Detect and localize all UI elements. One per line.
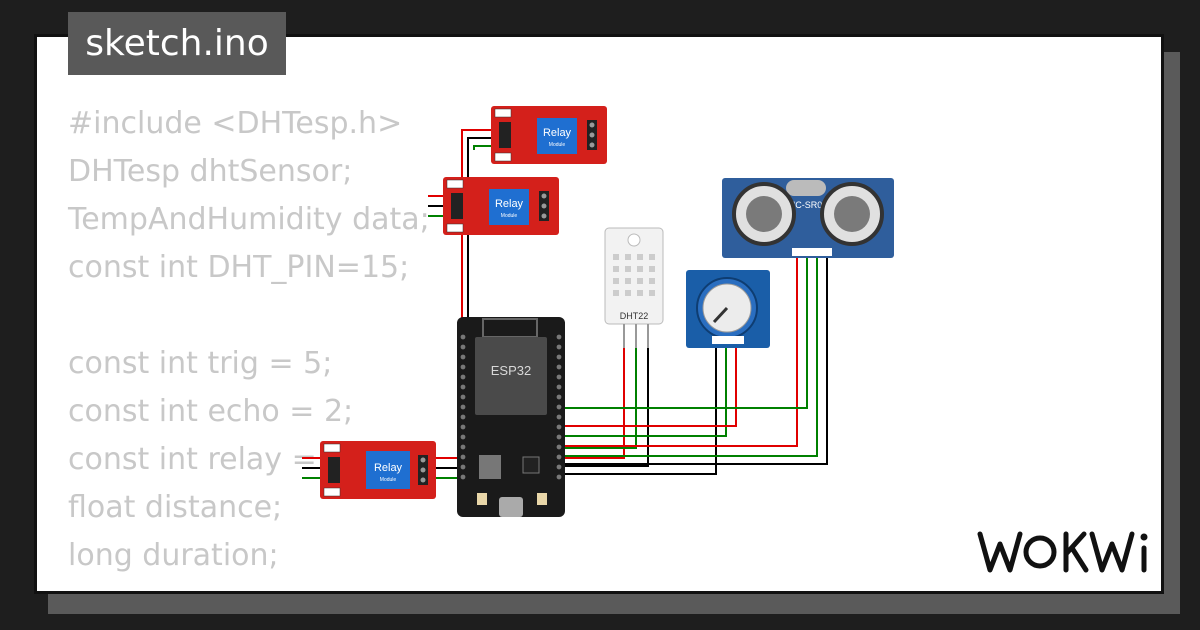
wire-pot-gnd bbox=[560, 344, 717, 475]
relay-label: Relay bbox=[374, 462, 403, 474]
code-line: #include <DHTesp.h> bbox=[68, 106, 403, 141]
wire-dht-gnd bbox=[560, 348, 649, 467]
code-line: const int echo = 2; bbox=[68, 394, 354, 429]
wire-sonar-echo bbox=[560, 256, 818, 457]
code-line: const int trig = 5; bbox=[68, 346, 333, 381]
sketch-title[interactable]: sketch.ino bbox=[68, 12, 286, 75]
esp32-board: ESP32 bbox=[457, 317, 565, 517]
relay-module-2: Relay Module bbox=[443, 177, 559, 235]
code-line: const int relay = bbox=[68, 442, 327, 477]
potentiometer bbox=[686, 270, 770, 348]
relay-label: Relay bbox=[543, 127, 572, 139]
relay-sublabel: Module bbox=[501, 213, 518, 219]
wokwi-logo[interactable] bbox=[974, 526, 1150, 578]
wire-pot-sig bbox=[560, 344, 727, 437]
dht22-sensor: DHT22 bbox=[604, 227, 664, 348]
hc-sr04-sensor: HC-SR04 bbox=[722, 178, 894, 258]
relay-sublabel: Module bbox=[380, 477, 397, 483]
code-line: long duration; bbox=[68, 538, 279, 573]
wire-relay1-in bbox=[473, 145, 496, 150]
code-line: TempAndHumidity data; bbox=[68, 202, 430, 237]
sonar-label: HC-SR04 bbox=[789, 200, 828, 210]
code-line: const int DHT_PIN=15; bbox=[68, 250, 410, 285]
wire-pot-vcc bbox=[560, 344, 737, 427]
wire-sonar-gnd bbox=[560, 256, 828, 465]
esp32-label: ESP32 bbox=[491, 363, 531, 378]
wire-relay1-gnd bbox=[467, 137, 496, 322]
relay-label: Relay bbox=[495, 198, 524, 210]
relay-module-3: Relay Module bbox=[320, 441, 436, 499]
relay-sublabel: Module bbox=[549, 142, 566, 148]
code-line: float distance; bbox=[68, 490, 283, 525]
relay-module-1: Relay Module bbox=[491, 106, 607, 164]
wire-relay1-vcc bbox=[461, 129, 496, 322]
code-preview: #include <DHTesp.h> DHTesp dhtSensor; Te… bbox=[68, 100, 430, 580]
wire-sonar-trig bbox=[560, 256, 808, 409]
wire-dht-vcc bbox=[560, 348, 625, 459]
wire-sonar-vcc bbox=[560, 256, 798, 447]
dht22-label: DHT22 bbox=[620, 311, 649, 321]
code-line: DHTesp dhtSensor; bbox=[68, 154, 353, 189]
wire-dht-data bbox=[560, 348, 637, 449]
